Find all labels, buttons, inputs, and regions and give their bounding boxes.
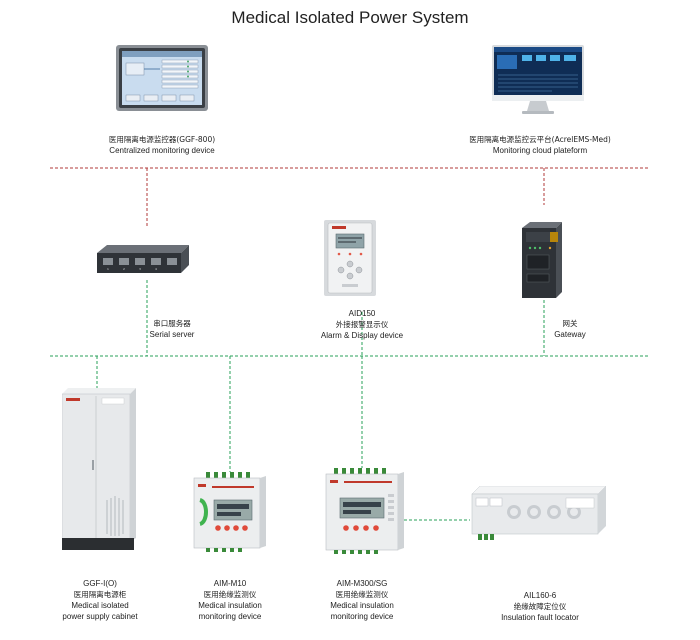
- caption-cabinet-line1: GGF-I(O): [83, 579, 117, 588]
- caption-ggf800-line2: Centralized monitoring device: [109, 146, 215, 155]
- diagram-title: Medical Isolated Power System: [231, 8, 469, 27]
- caption-aim-m10-line1: AIM-M10: [213, 579, 247, 588]
- caption-serial-line1: 串口服务器: [153, 319, 191, 328]
- fault-locator-icon: [471, 486, 607, 540]
- caption-gateway: 网关 Gateway: [530, 318, 610, 340]
- caption-aid150-line3: Alarm & Display device: [320, 331, 404, 340]
- caption-cloud-line1: 医用隔离电源监控云平台(AcrelEMS-Med): [469, 135, 611, 144]
- caption-aim-m300-line2: 医用绝缘监测仪: [335, 590, 389, 599]
- alarm-display-icon: [324, 220, 376, 296]
- din-rail-device-icon: [193, 472, 266, 552]
- caption-cloud: 医用隔离电源监控云平台(AcrelEMS-Med) Monitoring clo…: [440, 134, 640, 156]
- caption-gateway-line1: 网关: [562, 319, 578, 328]
- caption-cabinet-line3: Medical isolated: [71, 601, 129, 610]
- caption-cabinet: GGF-I(O) 医用隔离电源柜 Medical isolated power …: [40, 578, 160, 622]
- svg-text:2: 2: [123, 267, 125, 271]
- caption-aim-m300-line4: monitoring device: [330, 612, 394, 621]
- caption-ail160-line1: AIL160-6: [523, 591, 557, 600]
- caption-aid150-line2: 外接报警显示仪: [335, 320, 389, 329]
- caption-aim-m300: AIM-M300/SG 医用绝缘监测仪 Medical insulation m…: [302, 578, 422, 622]
- caption-ggf800: 医用隔离电源监控器(GGF-800) Centralized monitorin…: [62, 134, 262, 156]
- caption-ail160-line2: 绝缘故障定位仪: [513, 602, 567, 611]
- caption-aim-m300-line3: Medical insulation: [330, 601, 394, 610]
- green-bus-lines: [50, 280, 650, 521]
- cabinet-icon: [62, 388, 136, 550]
- gateway-icon: [522, 222, 562, 298]
- caption-serial-line2: Serial server: [149, 330, 195, 339]
- caption-aim-m10-line4: monitoring device: [198, 612, 262, 621]
- svg-text:4: 4: [155, 267, 157, 271]
- caption-ggf800-line1: 医用隔离电源监控器(GGF-800): [108, 135, 216, 144]
- caption-aim-m10-line2: 医用绝缘监测仪: [203, 590, 257, 599]
- caption-gateway-line2: Gateway: [554, 330, 586, 339]
- caption-ail160: AIL160-6 绝缘故障定位仪 Insulation fault locato…: [480, 590, 600, 623]
- caption-aid150-line1: AID150: [348, 309, 376, 318]
- caption-cloud-line2: Monitoring cloud plateform: [492, 146, 588, 155]
- caption-cabinet-line2: 医用隔离电源柜: [73, 590, 127, 599]
- caption-aim-m10: AIM-M10 医用绝缘监测仪 Medical insulation monit…: [170, 578, 290, 622]
- din-rail-device-icon: [325, 468, 404, 554]
- caption-serial: 串口服务器 Serial server: [117, 318, 227, 340]
- red-bus-lines: [50, 167, 650, 228]
- caption-ail160-line3: Insulation fault locator: [501, 613, 579, 622]
- svg-text:3: 3: [139, 267, 141, 271]
- monitor-icon: [492, 45, 584, 114]
- touch-panel-icon: [116, 45, 208, 111]
- svg-text:1: 1: [107, 267, 109, 271]
- serial-server-icon: 1 2 3 4: [97, 245, 189, 273]
- caption-cabinet-line4: power supply cabinet: [62, 612, 138, 621]
- caption-aim-m300-line1: AIM-M300/SG: [336, 579, 388, 588]
- caption-aid150: AID150 外接报警显示仪 Alarm & Display device: [297, 308, 427, 341]
- caption-aim-m10-line3: Medical insulation: [198, 601, 262, 610]
